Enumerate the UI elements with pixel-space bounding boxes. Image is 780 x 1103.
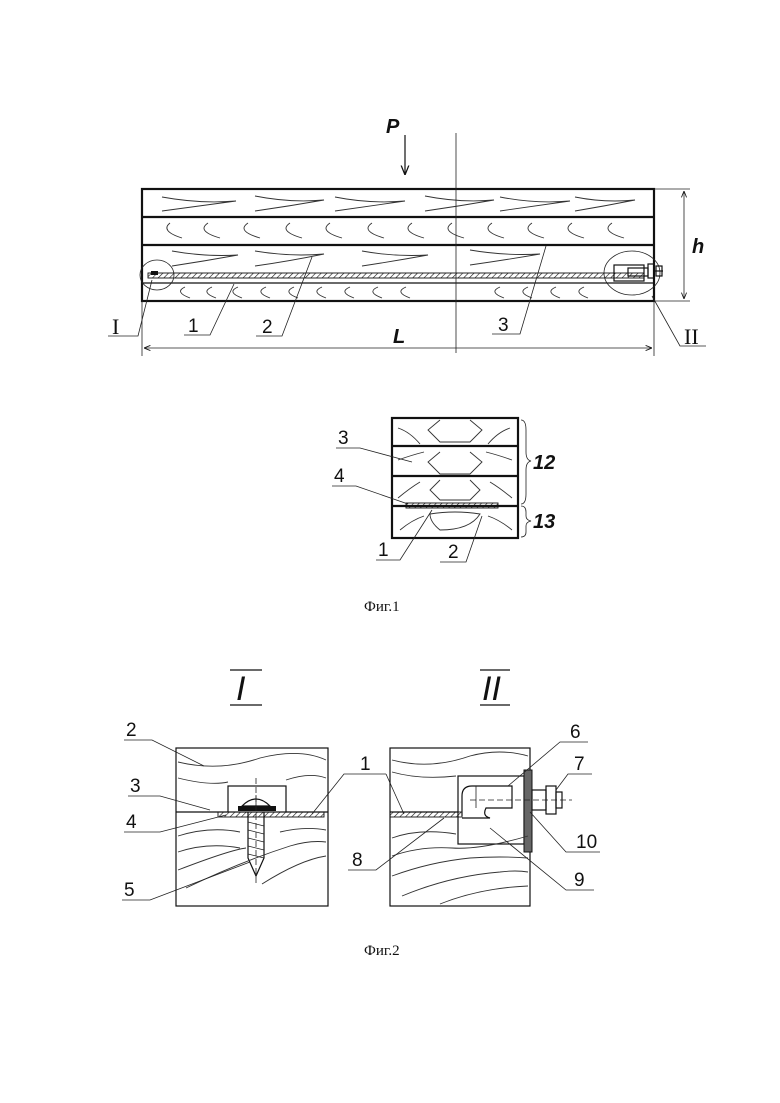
view-I-label: I (236, 670, 246, 708)
detail-I-part-5: 5 (124, 880, 135, 901)
detail-II-part-7: 7 (574, 754, 585, 775)
grain-row-1 (162, 196, 635, 211)
brace-13 (521, 506, 531, 537)
section-leader-3 (336, 448, 412, 462)
beam-cross-section: 12 13 3 4 1 2 (332, 418, 555, 563)
section-part-3-label: 3 (338, 428, 349, 449)
leader-I-4 (124, 815, 226, 832)
group-12-label: 12 (533, 452, 555, 474)
detail-I-label: I (112, 314, 119, 339)
section-outline (392, 418, 518, 538)
anchor-hook (462, 786, 512, 818)
detail-II-grain (392, 752, 528, 904)
figure-1-caption: Фиг.1 (364, 599, 400, 615)
section-part-4-label: 4 (334, 466, 345, 487)
detail-II-plate (390, 812, 462, 817)
section-part-1-label: 1 (378, 540, 389, 561)
grain-row-3 (172, 250, 540, 266)
detail-I-part-4: 4 (126, 812, 137, 833)
height-label: h (692, 236, 704, 258)
view-II-label: II (482, 670, 501, 708)
section-leader-4 (332, 486, 408, 504)
bearing-plate (524, 770, 532, 852)
beam-elevation: P h L I 1 2 3 II (108, 116, 706, 356)
detail-I-plate (218, 812, 324, 817)
section-part-2-label: 2 (448, 542, 459, 563)
detail-II-block (390, 748, 530, 906)
detail-II-part-10: 10 (576, 832, 597, 853)
screw-washer (238, 806, 276, 811)
brace-12 (521, 420, 531, 504)
leader-shared-1b (386, 774, 404, 814)
grain-row-2 (167, 223, 624, 238)
load-label: P (386, 116, 400, 138)
leader-shared-1a (312, 774, 386, 814)
reinforcement-plate (148, 273, 644, 278)
left-anchor-mark (151, 271, 158, 275)
detail-II-label: II (684, 324, 699, 349)
part-2-label: 2 (262, 317, 273, 338)
detail-I-part-2: 2 (126, 720, 137, 741)
part-3-label: 3 (498, 315, 509, 336)
detail-II-part-9: 9 (574, 870, 585, 891)
figure-2-caption: Фиг.2 (364, 943, 400, 959)
group-13-label: 13 (533, 511, 555, 533)
detail-I-part-3: 3 (130, 776, 141, 797)
detail-view-I: I 2 (122, 670, 328, 906)
leader-I-2 (124, 740, 204, 766)
detail-II-part-6: 6 (570, 722, 581, 743)
grain-row-4 (181, 287, 588, 298)
leader-II-7 (556, 774, 592, 790)
part-1-label: 1 (188, 316, 199, 337)
length-label: L (393, 326, 405, 348)
section-plate (406, 503, 498, 508)
shared-part-1: 1 (360, 754, 371, 775)
leader-I-3 (128, 796, 210, 810)
detail-II-part-8: 8 (352, 850, 363, 871)
detail-view-II: II 6 7 10 8 9 (348, 670, 600, 906)
